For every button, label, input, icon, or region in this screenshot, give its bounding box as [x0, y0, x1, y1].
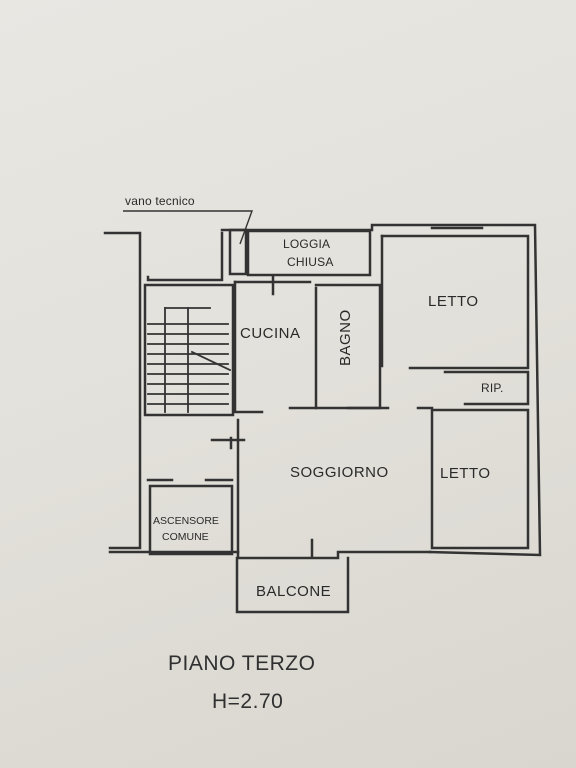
ascensore-box — [148, 484, 234, 556]
vano-leader — [123, 210, 253, 245]
letto-1-label: LETTO — [428, 293, 479, 310]
loggia-label-1: LOGGIA — [283, 237, 331, 251]
vano-tecnico-box — [228, 228, 248, 276]
balcone-box — [235, 556, 350, 614]
outer-wall-left — [103, 231, 142, 550]
floor-title: PIANO TERZO — [168, 652, 316, 675]
letto2-wall — [430, 408, 530, 550]
bagno-label: BAGNO — [337, 309, 354, 366]
ascensore-label-1: ASCENSORE — [153, 515, 219, 527]
outer-wall-bottom — [108, 550, 432, 560]
vano-tecnico-label: vano tecnico — [125, 194, 195, 208]
cucina-wall-left — [233, 280, 264, 414]
ceiling-height: H=2.70 — [212, 690, 284, 713]
cucina-label: CUCINA — [240, 325, 301, 342]
soggiorno-label: SOGGIORNO — [290, 464, 389, 481]
loggia-wall — [246, 229, 372, 277]
rip-wall — [443, 370, 530, 406]
bagno-wall — [288, 286, 318, 410]
outer-wall-left-stub — [146, 231, 224, 282]
rip-label: RIP. — [481, 381, 504, 395]
stair-box — [143, 283, 235, 417]
letto-2-label: LETTO — [440, 465, 491, 482]
loggia-label-2: CHIUSA — [287, 255, 334, 269]
balcone-label: BALCONE — [256, 583, 332, 600]
letto1-wall — [380, 234, 530, 370]
ascensore-label-2: COMUNE — [162, 531, 209, 543]
